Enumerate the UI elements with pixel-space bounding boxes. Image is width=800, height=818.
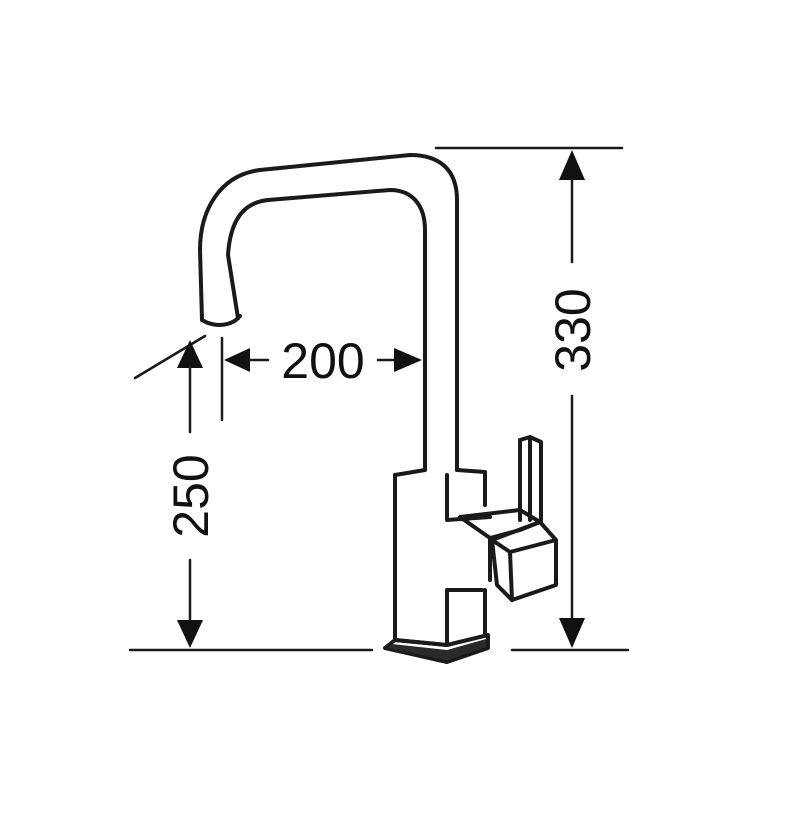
- dimension-200: 200: [224, 333, 422, 389]
- base-plate-fill: [388, 639, 486, 660]
- body-front: [393, 473, 484, 647]
- reference-lines: [128, 146, 630, 652]
- base-plate: [383, 633, 490, 664]
- body-top: [393, 468, 487, 507]
- faucet-outline: [198, 153, 558, 664]
- arrow-up-250: [177, 340, 203, 368]
- lever-block-edge: [490, 538, 558, 602]
- dimension-330: 330: [545, 150, 601, 648]
- dimension-label-330: 330: [545, 288, 601, 371]
- arrow-up-330: [559, 150, 585, 180]
- tip-leader-line: [133, 334, 207, 380]
- dimension-label-200: 200: [281, 333, 364, 389]
- arrow-down-330: [559, 618, 585, 648]
- arrow-down-250: [177, 620, 203, 648]
- spout-inner-edge: [198, 153, 459, 472]
- body-side: [445, 473, 492, 522]
- arrow-left-200: [224, 348, 250, 372]
- dimension-label-250: 250: [163, 454, 219, 537]
- arrow-right-200: [394, 348, 422, 372]
- spout-tip: [200, 314, 242, 327]
- lever-stick: [518, 435, 543, 524]
- spout-outer-edge: [226, 188, 427, 472]
- dimension-250: 250: [163, 340, 219, 648]
